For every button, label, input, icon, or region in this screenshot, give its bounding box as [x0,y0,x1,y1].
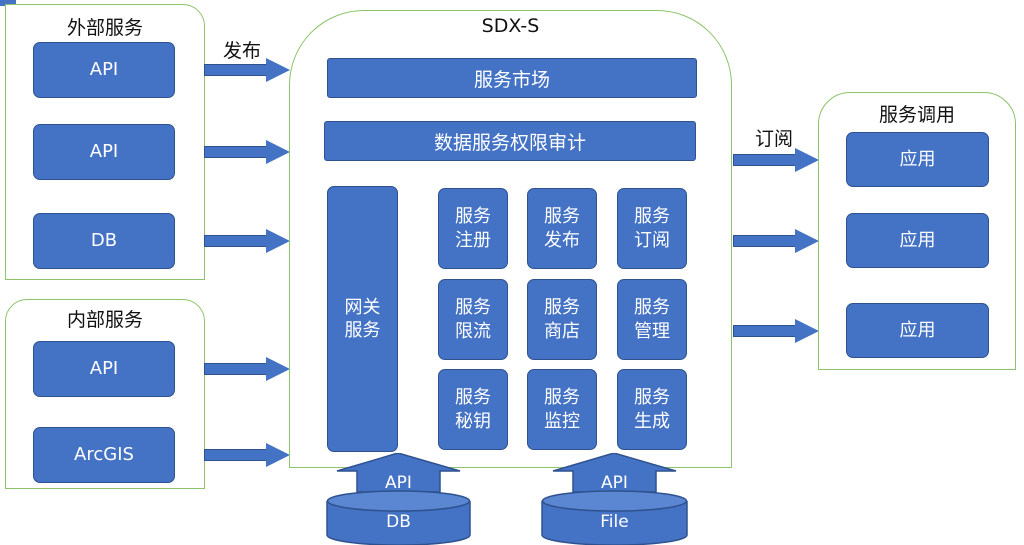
service-ratelimit-line-2: 限流 [455,320,491,342]
service-subscribe-line-2: 订阅 [634,229,670,251]
gateway-service-box[interactable]: 网关 服务 [327,186,398,452]
service-generate-line-2: 生成 [634,410,670,432]
db-source-graphic [326,453,471,545]
db-label: DB [386,512,411,532]
service-store-box[interactable]: 服务 商店 [527,279,597,360]
publish-label: 发布 [223,40,262,62]
app-box-3[interactable]: 应用 [846,303,989,358]
external-api-2[interactable]: API [33,124,175,180]
service-register-line-2: 注册 [455,229,491,251]
internal-services-title: 内部服务 [66,309,143,331]
file-api-label: API [601,473,628,493]
service-monitor-box[interactable]: 服务 监控 [527,369,597,450]
arrow-internal-api [204,357,290,381]
file-source-graphic [541,453,688,545]
subscribe-label: 订阅 [755,128,794,150]
service-ratelimit-line-1: 服务 [455,297,491,319]
arrow-consumer-3 [733,319,819,343]
service-manage-box[interactable]: 服务 管理 [617,279,687,360]
db-source[interactable]: API DB [326,453,471,545]
gateway-line-1: 网关 [344,296,381,318]
arrow-external-db [204,229,290,253]
service-manage-line-1: 服务 [634,297,670,319]
data-service-audit-bar[interactable]: 数据服务权限审计 [324,121,696,161]
arrow-external-api-2 [204,140,290,164]
service-subscribe-box[interactable]: 服务 订阅 [617,188,687,269]
service-register-line-1: 服务 [455,206,491,228]
service-publish-line-2: 发布 [544,229,580,251]
service-market-bar[interactable]: 服务市场 [327,58,697,98]
file-source[interactable]: API File [541,453,688,545]
service-manage-line-2: 管理 [634,320,670,342]
external-services-title: 外部服务 [66,17,143,39]
arrow-internal-arcgis [204,443,290,467]
service-generate-box[interactable]: 服务 生成 [617,369,687,450]
external-api-1[interactable]: API [33,42,175,98]
corner-mark [0,0,16,6]
service-key-box[interactable]: 服务 秘钥 [438,369,508,450]
arrow-consumer-2 [733,229,819,253]
service-key-line-2: 秘钥 [455,410,491,432]
service-ratelimit-box[interactable]: 服务 限流 [438,279,508,360]
gateway-line-2: 服务 [344,320,381,341]
app-box-2[interactable]: 应用 [846,213,989,268]
service-publish-line-1: 服务 [544,206,580,228]
service-subscribe-line-1: 服务 [634,206,670,228]
service-key-line-1: 服务 [455,387,491,409]
service-monitor-line-2: 监控 [544,410,580,432]
service-monitor-line-1: 服务 [544,387,580,409]
internal-arcgis[interactable]: ArcGIS [33,427,175,483]
arrow-external-api-1 [204,58,290,82]
service-consumer-title: 服务调用 [878,104,955,126]
service-generate-line-1: 服务 [634,387,670,409]
internal-api[interactable]: API [33,341,175,397]
arrow-consumer-1 [733,148,819,172]
file-label: File [600,512,629,532]
external-db[interactable]: DB [33,213,175,269]
service-store-line-2: 商店 [544,320,580,342]
app-box-1[interactable]: 应用 [846,132,989,187]
service-publish-box[interactable]: 服务 发布 [527,188,597,269]
db-api-label: API [385,473,412,493]
sdx-s-title: SDX-S [481,15,540,37]
service-store-line-1: 服务 [544,297,580,319]
service-register-box[interactable]: 服务 注册 [438,188,508,269]
